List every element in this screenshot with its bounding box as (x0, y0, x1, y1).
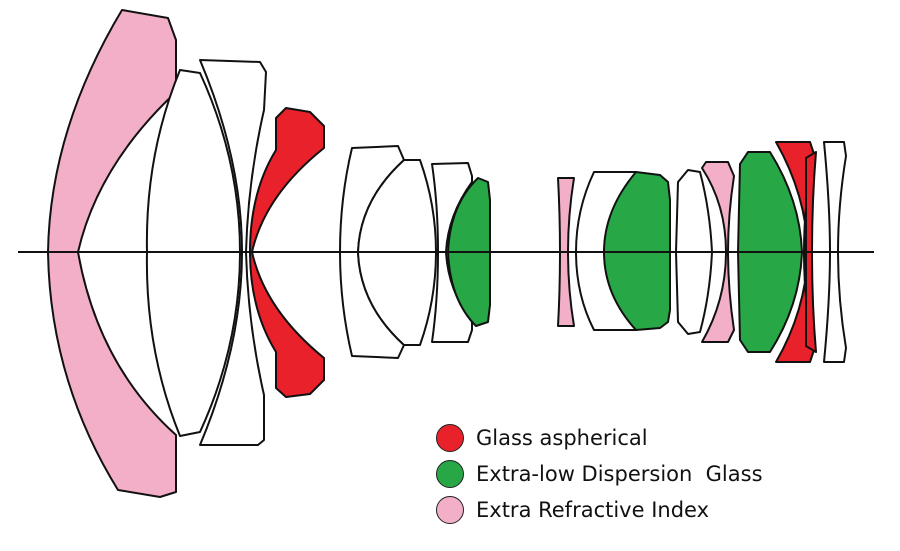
lens-element-13 (701, 161, 735, 343)
legend-label-ed-glass: Extra-low Dispersion Glass (476, 462, 763, 486)
legend-item-high-index: Extra Refractive Index (436, 492, 763, 528)
legend-swatch-high-index (436, 496, 464, 524)
legend-swatch-ed-glass (436, 460, 464, 488)
legend-item-ed-glass: Extra-low Dispersion Glass (436, 456, 763, 492)
lens-element-1 (47, 9, 177, 498)
legend-item-aspherical: Glass aspherical (436, 420, 763, 456)
lens-element-3 (199, 59, 267, 446)
legend-swatch-aspherical (436, 424, 464, 452)
legend-label-aspherical: Glass aspherical (476, 426, 648, 450)
legend: Glass aspherical Extra-low Dispersion Gl… (436, 420, 763, 528)
lens-element-4 (249, 107, 325, 398)
legend-label-high-index: Extra Refractive Index (476, 498, 710, 522)
